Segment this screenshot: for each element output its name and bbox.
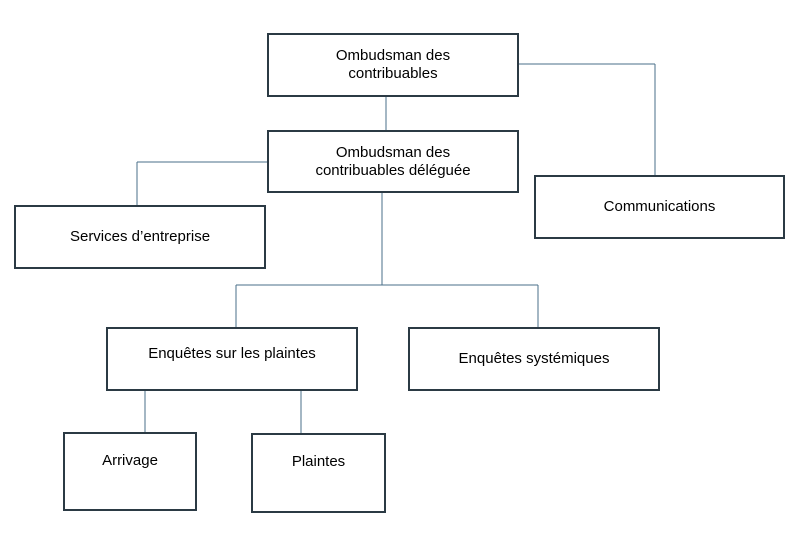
intake-box: Arrivage [63, 432, 197, 511]
communications-label: Communications [603, 198, 716, 215]
intake-label: Arrivage [102, 452, 158, 469]
ombudsman-label-line2: contribuables [348, 65, 438, 82]
communications-box: Communications [534, 175, 785, 239]
deputy-ombudsman-label: Ombudsman des contribuables déléguée [315, 144, 470, 180]
corporate-services-label: Services d’entreprise [69, 228, 211, 245]
corporate-services-box: Services d’entreprise [14, 205, 266, 269]
ombudsman-box: Ombudsman des contribuables [267, 33, 519, 97]
complaints-label: Plaintes [291, 453, 346, 470]
ombudsman-label: Ombudsman des contribuables [336, 47, 450, 83]
deputy-ombudsman-label-line1: Ombudsman des [335, 143, 451, 161]
deputy-ombudsman-box: Ombudsman des contribuables déléguée [267, 130, 519, 193]
complaint-investigations-box: Enquêtes sur les plaintes [106, 327, 358, 391]
ombudsman-label-line1: Ombudsman des [335, 47, 451, 64]
systemic-investigations-box: Enquêtes systémiques [408, 327, 660, 391]
deputy-ombudsman-label-line2: contribuables déléguée [315, 161, 471, 179]
complaints-box: Plaintes [251, 433, 386, 513]
systemic-investigations-label: Enquêtes systémiques [458, 350, 610, 367]
complaint-investigations-label: Enquêtes sur les plaintes [148, 345, 316, 362]
